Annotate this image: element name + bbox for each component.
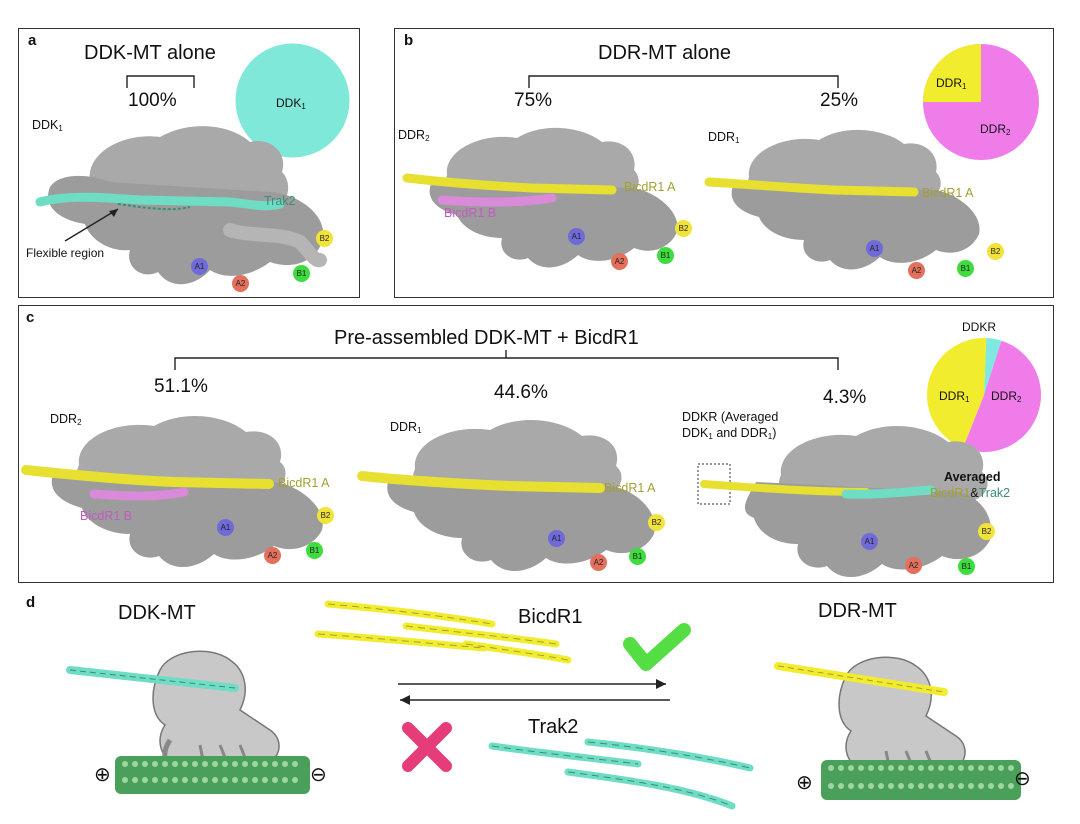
panel-c-density-map-1	[21, 415, 323, 568]
panel-a	[18, 28, 360, 298]
panel-c	[18, 305, 1054, 583]
badge-b1: B1	[629, 548, 646, 565]
panel-c-density-map-3	[697, 425, 992, 578]
panel-a-title: DDK-MT alone	[84, 42, 216, 64]
panel-a-percent: 100%	[128, 90, 177, 111]
pie-slice-ddk1	[235, 43, 350, 158]
trak2-coils	[488, 738, 754, 810]
panel-a-map-label: DDK1	[32, 118, 63, 133]
panel-c-bicdr-a-2: BicdR1 A	[604, 481, 656, 495]
panel-d-right-title: DDR-MT	[818, 600, 897, 622]
panel-b-percent-right: 25%	[820, 90, 859, 111]
badge-b2: B2	[987, 243, 1004, 260]
badge-a1: A1	[861, 533, 878, 550]
check-icon	[623, 623, 691, 671]
panel-b-density-map-right	[704, 129, 980, 270]
panel-c-map-3-line1: DDKR (Averaged	[682, 410, 779, 424]
panel-c-density-map-2	[357, 419, 655, 572]
badge-b1: B1	[957, 260, 974, 277]
panel-a-pie	[235, 43, 350, 158]
panel-b-density-map-left	[402, 127, 678, 268]
plus-end-right: ⊕	[796, 772, 813, 794]
badge-a2: A2	[611, 253, 628, 270]
panel-a-trak-label: Trak2	[264, 194, 296, 208]
panel-d-label: d	[26, 594, 36, 611]
panel-c-map-2-label: DDR1	[390, 420, 422, 435]
panel-b-pie	[923, 44, 1039, 160]
panel-b-bicdr-a-right: BicdR1 A	[922, 186, 974, 200]
panel-b-title: DDR-MT alone	[598, 42, 731, 64]
panel-b-bracket	[528, 75, 839, 88]
panel-b-label: b	[404, 32, 414, 49]
badge-b1: B1	[306, 542, 323, 559]
badge-b2: B2	[317, 507, 334, 524]
pie-slice-ddr2	[962, 340, 1041, 452]
panel-b-bicdr-b-label: BicdR1 B	[444, 206, 497, 220]
flexible-arrow	[64, 208, 119, 242]
badge-b1: B1	[657, 247, 674, 264]
panel-c-pie-label-ddr1: DDR1	[939, 389, 970, 404]
panel-a-flexible-label: Flexible region	[26, 246, 105, 260]
panel-b-map-left-label: DDR2	[398, 128, 430, 143]
panel-c-pie-label-ddr2: DDR2	[991, 389, 1022, 404]
panel-c-bracket	[174, 350, 839, 370]
panel-c-bicdr-b-label: BicdR1 B	[80, 509, 133, 523]
panel-d-left-title: DDK-MT	[118, 602, 196, 624]
ddk-mt-cartoon	[66, 650, 310, 794]
badge-a1: A1	[866, 240, 883, 257]
panel-c-percent-1: 51.1%	[154, 376, 208, 397]
panel-b-pie-label-ddr2: DDR2	[980, 122, 1011, 137]
panel-c-averaged-line1: Averaged	[944, 470, 1001, 484]
panel-b-pie-label-ddr1: DDR1	[936, 76, 967, 91]
badge-b2: B2	[648, 514, 665, 531]
panel-a-density-map	[35, 126, 327, 285]
badge-b1: B1	[958, 558, 975, 575]
panel-d-bicdr-label: BicdR1	[518, 606, 583, 628]
badge-a1: A1	[217, 519, 234, 536]
badge-b2: B2	[316, 230, 333, 247]
panel-c-averaged-line2: BicdR1&Trak2	[930, 486, 1011, 500]
minus-end-left: ⊖	[310, 764, 327, 786]
panel-c-map-3-line2: DDK1 and DDR1)	[682, 426, 777, 441]
pie-slice-ddr1	[923, 44, 981, 102]
badge-a1: A1	[548, 530, 565, 547]
panel-c-map-1-label: DDR2	[50, 412, 82, 427]
panel-b	[394, 28, 1054, 298]
panel-c-title: Pre-assembled DDK-MT + BicdR1	[334, 327, 639, 349]
panel-c-percent-3: 4.3%	[823, 387, 867, 408]
panel-b-percent-left: 75%	[514, 90, 553, 111]
badge-b2: B2	[978, 523, 995, 540]
badge-b1: B1	[293, 265, 310, 282]
panel-c-label: c	[26, 309, 35, 326]
badge-b2: B2	[675, 220, 692, 237]
panel-b-bicdr-a-left: BicdR1 A	[624, 180, 676, 194]
panel-b-map-right-label: DDR1	[708, 130, 740, 145]
panel-c-pie-top-label: DDKR	[962, 320, 997, 334]
panel-c-pie	[927, 338, 1041, 452]
badge-a2: A2	[908, 262, 925, 279]
panel-c-bicdr-a-1: BicdR1 A	[278, 476, 330, 490]
panel-a-label: a	[28, 32, 37, 49]
ddr-mt-cartoon	[774, 656, 1021, 800]
badge-a2: A2	[232, 275, 249, 292]
badge-a2: A2	[590, 554, 607, 571]
badge-a2: A2	[905, 557, 922, 574]
pie-slice-ddkr	[984, 338, 1002, 395]
panel-c-percent-2: 44.6%	[494, 382, 548, 403]
equilibrium-arrows	[398, 679, 670, 705]
badge-a1: A1	[568, 228, 585, 245]
cross-icon	[402, 722, 452, 772]
panel-d-trak-label: Trak2	[528, 716, 579, 738]
bicdr1-coils	[314, 600, 572, 664]
badge-a1: A1	[191, 258, 208, 275]
panel-a-bracket	[126, 75, 195, 88]
minus-end-right: ⊖	[1014, 768, 1031, 790]
plus-end-left: ⊕	[94, 764, 111, 786]
panel-a-pie-label: DDK1	[276, 96, 306, 111]
badge-a2: A2	[264, 547, 281, 564]
pie-slice-ddr1	[927, 338, 987, 448]
